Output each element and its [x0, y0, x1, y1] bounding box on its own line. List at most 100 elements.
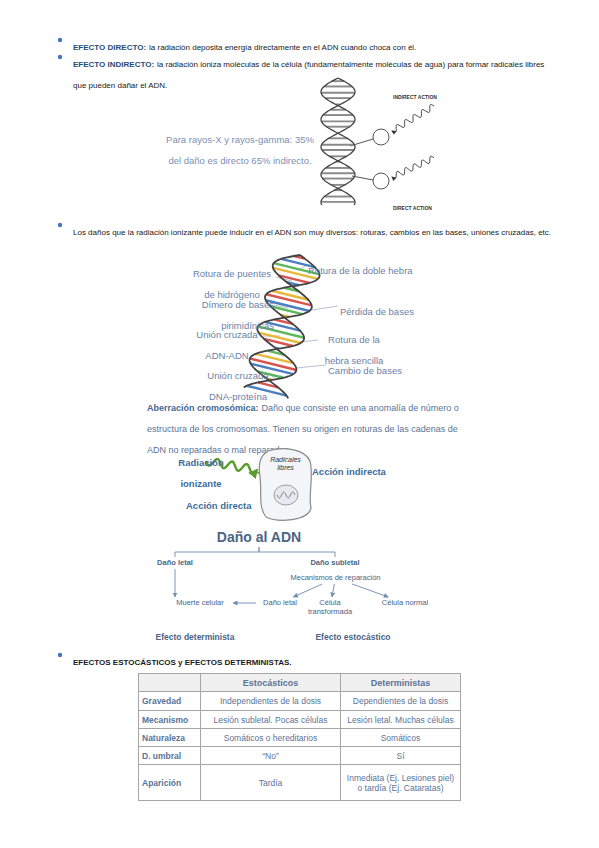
- base-pair: [322, 149, 354, 151]
- table-cell: Deterministas: [340, 673, 461, 692]
- flow-node: Daño letal: [150, 558, 200, 568]
- text-block: Dímero de bases pirimidínicas: [196, 293, 274, 335]
- bullet-heading: EFECTO DIRECTO:: [73, 43, 146, 52]
- damage-label: Rotura de la hebra sencilla: [325, 334, 384, 366]
- damage-label: Rotura de la doble hebra: [308, 265, 413, 276]
- effect-label: Efecto estocástico: [315, 632, 390, 642]
- column-header: Estocásticos: [243, 678, 299, 688]
- text-block: Rotura de puentes de hidrógeno: [188, 262, 276, 304]
- base-pair: [330, 155, 347, 157]
- cell-text: Inmediata (Ej. Lesiones piel) o tardía (…: [344, 773, 457, 793]
- flow-connector: [175, 547, 259, 557]
- cell-nucleus: [274, 485, 298, 505]
- row-header: Naturaleza: [142, 733, 185, 743]
- action-label: Acción indirecta: [312, 466, 386, 477]
- cell-body: Radicales libres: [258, 447, 313, 522]
- figure-tag: DIRECT ACTION: [393, 205, 432, 211]
- base-pair: [324, 196, 351, 198]
- table-cell: Estocásticos: [200, 673, 341, 692]
- cell-text: Somáticos: [381, 733, 421, 743]
- dna-strand: [321, 78, 355, 205]
- table-cell: “No”: [200, 746, 341, 765]
- text-block: Radiación ionizante: [170, 451, 232, 493]
- cell-text: Dependientes de la dosis: [353, 696, 448, 706]
- base-pair: [323, 178, 354, 180]
- effect-label: Efecto determinista: [156, 632, 235, 642]
- nucleus-dna: [277, 492, 295, 498]
- text-block: Cambio de bases: [328, 359, 428, 380]
- text-block: EFECTO DIRECTO:la radiación deposita ene…: [73, 35, 558, 56]
- text-block: Rotura de la hebra sencilla: [318, 328, 390, 370]
- action-label: Radiación ionizante: [178, 457, 223, 489]
- node-label: Célula normal: [380, 598, 430, 607]
- bullet-text: la radiación deposita energía directamen…: [149, 43, 416, 52]
- text-block: INDIRECT ACTION: [393, 84, 463, 105]
- cell-text: Somáticos o hereditarios: [224, 733, 318, 743]
- base-pair: [259, 333, 301, 343]
- table-cell: Inmediata (Ej. Lesiones piel) o tardía (…: [340, 764, 461, 801]
- flow-node: Célula transformada: [305, 598, 355, 617]
- base-pair: [321, 120, 354, 122]
- table-cell: [138, 673, 201, 692]
- text-block: EFECTO INDIRECTO:la radiación ioniza mol…: [73, 52, 551, 94]
- flow-connector: [332, 584, 334, 597]
- damage-label: Rotura de puentes de hidrógeno: [193, 268, 271, 300]
- cell-text: “No”: [262, 751, 279, 761]
- base-pair: [323, 114, 353, 116]
- dna-strand: [321, 78, 355, 205]
- bullet-text: Los daños que la radiación ionizante pue…: [73, 228, 551, 237]
- cell-text: Independientes de la dosis: [220, 696, 321, 706]
- leader-line: [296, 365, 326, 368]
- text-block: Unión cruzada ADN-ADN: [192, 323, 262, 365]
- bullet-dot: [58, 223, 62, 227]
- flow-node: Célula normal: [380, 598, 430, 608]
- text-block: Los daños que la radiación ionizante pue…: [73, 220, 558, 241]
- row-header: D. umbral: [142, 751, 181, 761]
- table-cell: Somáticos: [340, 728, 461, 747]
- base-pair: [321, 172, 355, 174]
- table-cell: Mecanismo: [138, 710, 201, 729]
- molecule-circle: [373, 129, 389, 145]
- node-label: Daño subletal: [305, 558, 365, 568]
- flow-connector: [352, 584, 388, 597]
- bullet-dot: [58, 653, 62, 657]
- damage-label: Unión cruzada DNA-proteína: [207, 370, 268, 402]
- action-label: Acción directa: [186, 500, 251, 511]
- radiation-ray: [392, 156, 434, 179]
- text-block: Acción directa: [186, 494, 266, 515]
- damage-label: Pérdida de bases: [340, 306, 414, 317]
- bullet-dot: [58, 55, 62, 59]
- text-block: DIRECT ACTION: [393, 195, 463, 216]
- flow-connector: [233, 603, 256, 604]
- base-pair: [326, 126, 349, 128]
- node-label: Mecanismos de reparación: [288, 573, 383, 582]
- bullet-heading: EFECTO INDIRECTO:: [73, 60, 154, 69]
- table-cell: Lesión subletal. Pocas células: [200, 710, 341, 729]
- table-cell: Sí: [340, 746, 461, 765]
- node-label: Muerte celular: [168, 598, 232, 607]
- leader-line: [312, 306, 338, 310]
- cell-text: Tardía: [259, 778, 283, 788]
- base-pair: [321, 201, 355, 203]
- text-block: Para rayos-X y rayos-gamma: 35% del daño…: [165, 128, 315, 170]
- row-header: Gravedad: [142, 696, 181, 706]
- figure-tag: INDIRECT ACTION: [393, 94, 437, 100]
- flow-node: Daño subletal: [305, 558, 365, 568]
- flow-node: Daño al ADN: [205, 529, 313, 546]
- cell-text: Lesión letal. Muchas células: [347, 715, 453, 725]
- table-cell: Dependientes de la dosis: [340, 691, 461, 711]
- radiation-ray: [392, 105, 434, 133]
- node-label: Daño letal: [150, 558, 200, 568]
- cell-text: Lesión subletal. Pocas células: [214, 715, 328, 725]
- text-block: Efecto determinista: [145, 625, 245, 646]
- text-block: EFECTOS ESTOCÁSTICOS y EFECTOS DETERMINI…: [73, 650, 553, 671]
- bullet-dot: [58, 38, 62, 42]
- flow-connector: [175, 569, 176, 597]
- damage-label: Cambio de bases: [328, 365, 402, 376]
- base-pair: [324, 86, 352, 88]
- damage-label: Unión cruzada ADN-ADN: [196, 329, 257, 361]
- flow-node: Muerte celular: [168, 598, 232, 608]
- figure-note: Para rayos-X y rayos-gamma: 35% del daño…: [166, 134, 314, 166]
- section-heading: EFECTOS ESTOCÁSTICOS y EFECTOS DETERMINI…: [73, 658, 292, 667]
